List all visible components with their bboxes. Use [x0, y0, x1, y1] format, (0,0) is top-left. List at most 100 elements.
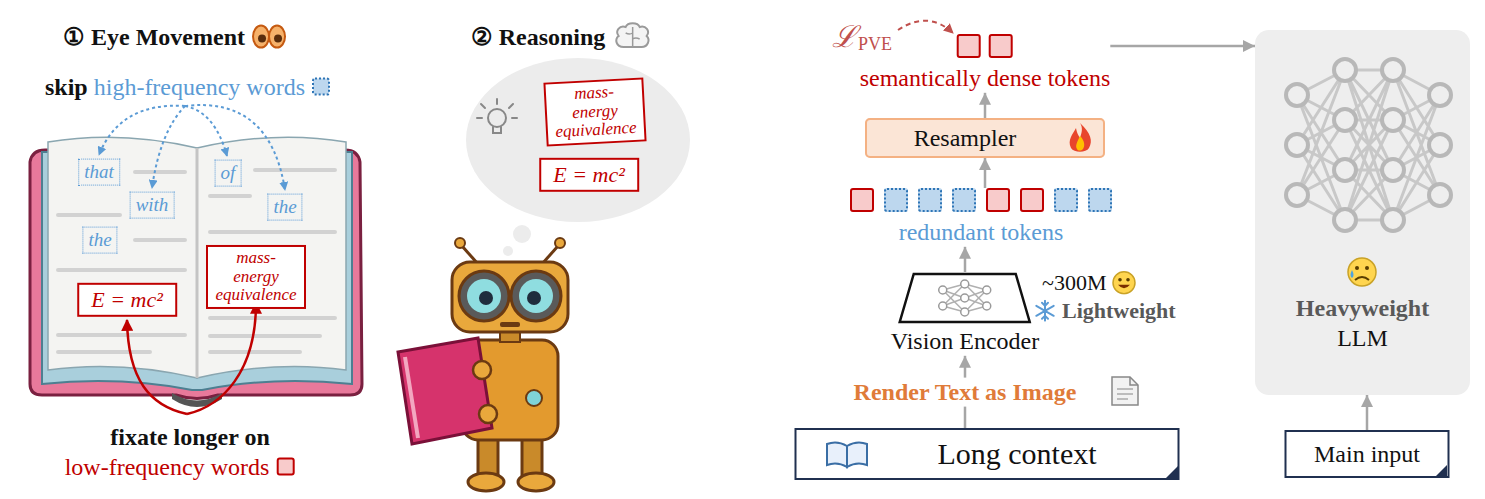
redundant-token — [884, 188, 908, 212]
llm-panel-illustration-part-part — [1286, 84, 1308, 106]
robot-illustration-part — [519, 279, 553, 313]
llm-panel-illustration-part-part — [1382, 159, 1404, 181]
encoder-network-icon-part — [961, 280, 969, 288]
thought-bubble-part-part — [488, 109, 506, 127]
robot-illustration-part — [459, 271, 509, 321]
encoder-network-icon — [939, 280, 991, 316]
node-text: Long context — [937, 436, 1096, 472]
llm-panel-illustration-part-part — [1334, 59, 1356, 81]
book-illustration-part — [197, 137, 346, 378]
legend-text: low-frequency words — [65, 453, 270, 482]
pipeline-decorations-part — [898, 21, 953, 33]
book-illustration-part-part — [255, 168, 335, 172]
robot-illustration-part — [522, 436, 542, 476]
book-illustration-part-part — [152, 106, 185, 188]
legend-verb: skip — [45, 73, 88, 102]
high-frequency-swatch-part — [313, 79, 329, 95]
node-text: mass-energy equivalence — [552, 82, 639, 142]
thought-bubble-part-part — [481, 104, 485, 108]
low-frequency-swatch-part — [277, 459, 293, 475]
llm-panel-illustration-part-part — [1382, 59, 1404, 81]
eyes-icon-part — [258, 35, 266, 43]
heading-row: ① Eye Movement — [63, 23, 287, 52]
word-box: the — [82, 227, 117, 254]
flow-arrow — [984, 158, 987, 188]
encoder-trapezoid — [898, 272, 1032, 324]
llm-panel-illustration-part-part — [1382, 109, 1404, 131]
book-illustration-part-part — [135, 170, 185, 174]
llm-panel-illustration-part-part — [1382, 209, 1404, 231]
word-box: that — [78, 159, 120, 186]
robot-illustration-part — [526, 390, 542, 406]
high-frequency-swatch — [311, 77, 331, 97]
node-text: mass-energy equivalence — [214, 249, 298, 305]
thought-bubble-part — [466, 58, 690, 222]
robot-illustration-part — [511, 271, 561, 321]
dense-token — [989, 34, 1013, 58]
book-illustration-part — [127, 303, 256, 414]
llm-panel-illustration-part-part — [1334, 109, 1356, 131]
book-illustration-part-part — [127, 320, 187, 414]
pipeline-decorations-part — [1130, 377, 1138, 385]
pipeline-decorations-part — [1436, 465, 1447, 476]
token-row — [850, 188, 1112, 212]
book-illustration-part-part — [210, 350, 300, 354]
node-text: the — [88, 229, 111, 252]
node-text: Main input — [1314, 440, 1420, 469]
book-illustration-part — [172, 393, 222, 407]
thought-bubble — [466, 58, 690, 256]
legend-row: skiphigh-frequency words — [45, 73, 331, 102]
brain-icon — [611, 21, 653, 53]
llm-panel-illustration-part — [1365, 266, 1369, 270]
book-illustration-part-part — [99, 106, 185, 155]
smile-icon-part — [1118, 285, 1130, 289]
eyes-icon-part — [274, 35, 282, 43]
brain-icon-part — [625, 27, 639, 47]
node-text: of — [221, 162, 236, 185]
thought-term-box: E = mc² — [539, 158, 639, 192]
book-illustration-part — [58, 170, 335, 352]
llm-panel-illustration-part-part — [1334, 209, 1356, 231]
resampler-box: Resampler — [865, 118, 1105, 158]
section-heading: ② Reasoning — [471, 23, 606, 52]
smile-icon-part — [1119, 278, 1123, 282]
token-row — [957, 34, 1013, 58]
robot-illustration-part — [478, 436, 498, 476]
legend-row: low-frequency words — [65, 453, 296, 482]
loss-subscript: PVE — [858, 34, 892, 56]
flow-arrow — [1110, 45, 1255, 48]
robot-illustration-part — [555, 238, 565, 248]
redundant-token — [1054, 188, 1078, 212]
llm-panel-illustration-part — [1355, 266, 1359, 270]
section-heading: ① Eye Movement — [63, 23, 245, 52]
llm-panel-illustration-part-part — [1429, 84, 1451, 106]
node-text: Vision Encoder — [891, 327, 1040, 356]
param-row: Lightweight — [1034, 298, 1176, 324]
book-illustration-part-part — [210, 194, 250, 198]
param-count: ~300M — [1042, 270, 1106, 296]
encoder-network-icon-part — [939, 302, 947, 310]
encoder-outline — [900, 274, 1030, 322]
thought-bubble-part-part — [496, 99, 498, 104]
weight-note: Lightweight — [1062, 298, 1176, 324]
node-text: Heavyweight — [1296, 293, 1429, 323]
pipeline-decorations-part — [1112, 377, 1138, 405]
robot-illustration-part — [473, 361, 491, 379]
book-illustration-part — [99, 105, 285, 190]
robot-illustration — [398, 238, 568, 491]
llm-panel-illustration-part — [1351, 270, 1354, 278]
pipeline-decorations-part — [1117, 389, 1133, 399]
snowflake-icon-part — [1036, 301, 1053, 321]
flow-arrow — [984, 93, 987, 118]
llm-panel-illustration-part — [1355, 277, 1369, 280]
book-illustration-part-part — [135, 238, 185, 242]
redundant-tokens: redundant tokens — [850, 188, 1112, 247]
book-illustration-part — [48, 137, 197, 378]
node-text: the — [273, 196, 296, 219]
key-term-box: mass-energy equivalence — [206, 245, 306, 309]
edge-label: Render Text as Image — [850, 377, 1081, 406]
legend-row: fixate longer on — [110, 423, 270, 452]
input-box: Long context — [795, 428, 1180, 480]
book-illustration-part-part — [58, 333, 185, 337]
